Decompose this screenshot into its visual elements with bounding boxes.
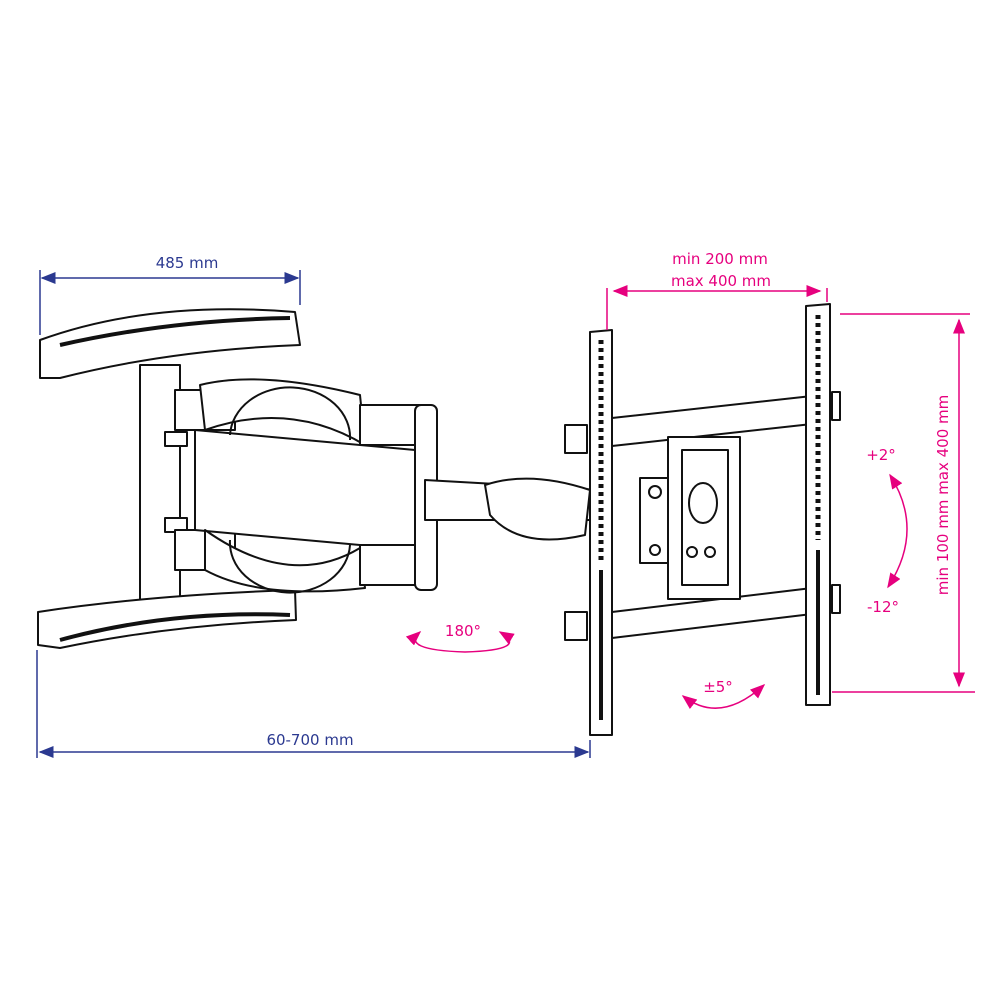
rotation-label: ±5° [703, 678, 733, 696]
vesa-horizontal-min-label: min 200 mm [672, 250, 768, 268]
tilt-up-label: +2° [866, 446, 896, 464]
wall-plate-width-label: 485 mm [155, 254, 219, 272]
wall-plate [37, 308, 301, 649]
tilt-down-label: -12° [867, 598, 899, 616]
tv-bracket [564, 303, 841, 736]
blue-dimension-lines [36, 270, 591, 758]
vesa-vertical-label: min 100 mm max 400 mm [934, 394, 952, 596]
magenta-dimension-lines [405, 285, 975, 710]
arm-extension-label: 60-700 mm [266, 731, 354, 749]
first-arm [174, 378, 438, 594]
rail-holes [598, 315, 821, 720]
vesa-horizontal-max-label: max 400 mm [670, 272, 772, 290]
swivel-label: 180° [444, 622, 482, 640]
second-arm [424, 477, 671, 564]
